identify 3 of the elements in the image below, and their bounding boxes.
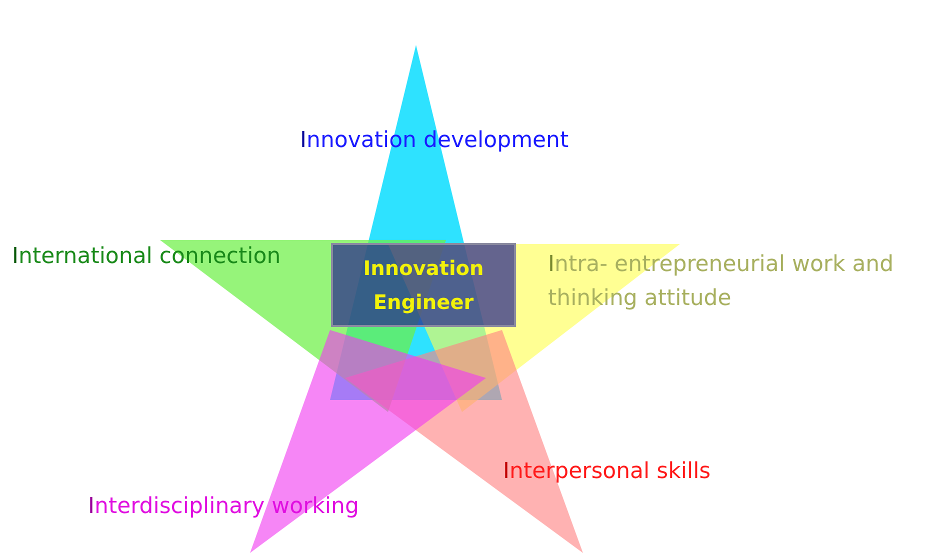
point-label: Interdisciplinary working (88, 493, 359, 521)
point-label: Interpersonal skills (503, 458, 711, 486)
center-title-box: Innovation Engineer (331, 243, 516, 327)
